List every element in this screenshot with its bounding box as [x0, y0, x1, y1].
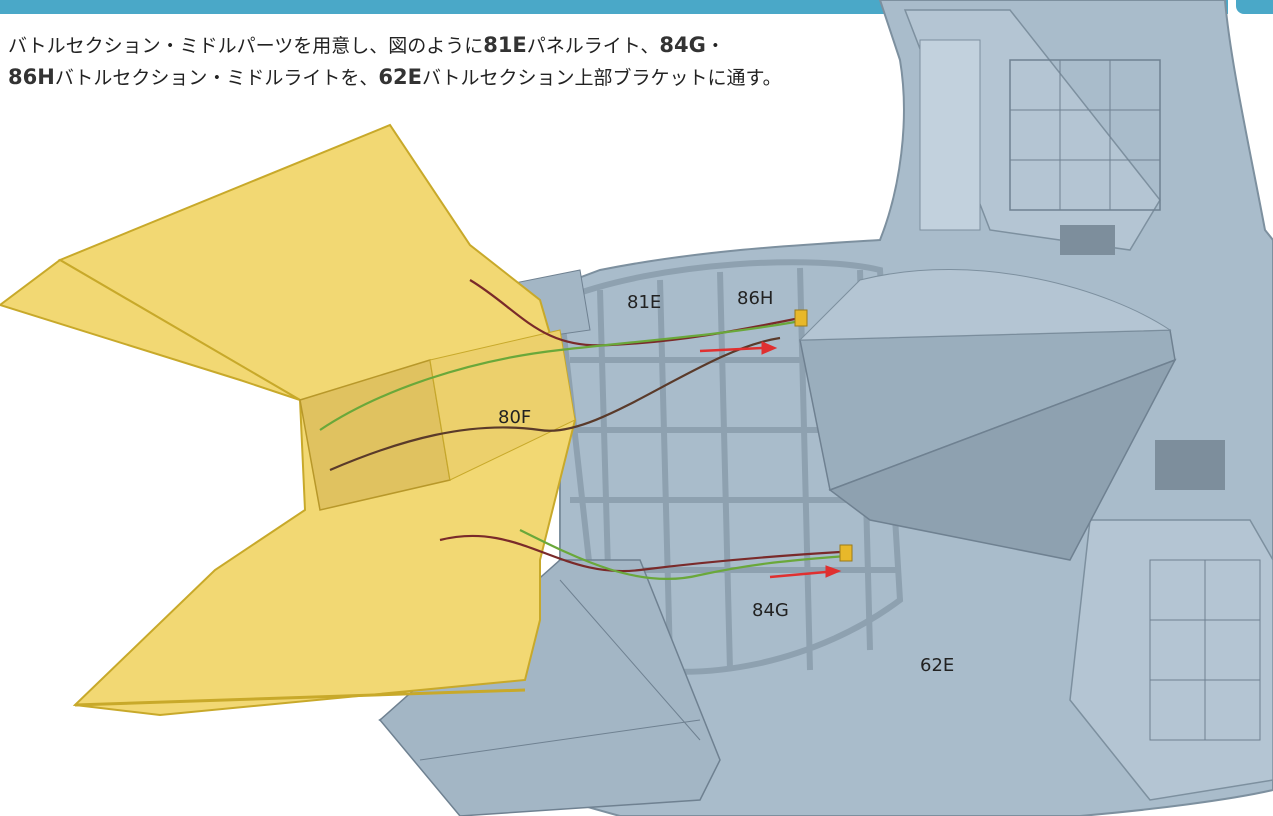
label-80f: 80F	[498, 407, 532, 428]
instruction-text: バトルセクション・ミドルパーツを用意し、図のように81Eパネルライト、84G・8…	[8, 33, 782, 89]
part-62e	[378, 0, 1273, 816]
label-84g: 84G	[752, 600, 789, 621]
connector-86h	[794, 309, 808, 327]
label-81e: 81E	[627, 292, 662, 313]
part-80f	[0, 123, 577, 717]
connector-84g	[839, 544, 853, 562]
label-86h: 86H	[737, 288, 774, 309]
wires	[319, 279, 846, 581]
header-tab	[1236, 0, 1273, 14]
direction-arrows	[699, 341, 842, 579]
label-62e: 62E	[920, 655, 955, 676]
